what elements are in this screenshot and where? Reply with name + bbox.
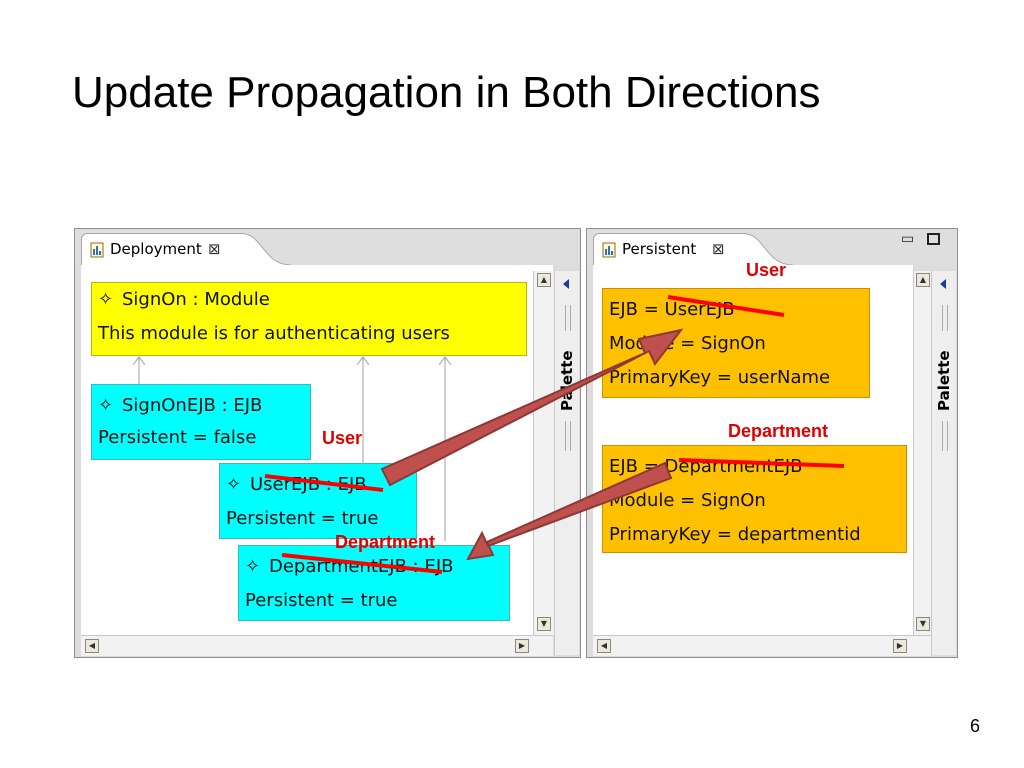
user-entity-module: Module = SignOn (609, 333, 766, 354)
palette-collapse-icon[interactable] (940, 279, 946, 289)
palette-grip (942, 421, 948, 451)
department-entity-ejb: EJB = DepartmentEJB (609, 456, 803, 477)
page-number: 6 (970, 716, 981, 736)
minimize-icon[interactable]: ▭ (901, 231, 915, 247)
user-ejb-title: UserEJB : EJB (250, 474, 367, 495)
persistent-tabstrip: Persistent ⊠ ▭ (587, 229, 957, 266)
diagram-file-icon (90, 242, 104, 258)
scroll-left-button[interactable]: ◀ (597, 639, 611, 653)
department-entity-key: PrimaryKey = departmentid (609, 524, 861, 545)
user-annotation-left: User (322, 428, 363, 448)
close-icon[interactable]: ⊠ (712, 240, 725, 258)
palette-grip (565, 305, 571, 331)
close-icon[interactable]: ⊠ (208, 240, 221, 258)
department-annotation-left: Department (335, 532, 436, 552)
user-ejb-node[interactable]: ✧ UserEJB : EJB Persistent = true (219, 463, 417, 539)
deployment-canvas[interactable]: ✧ SignOn : Module This module is for aut… (81, 265, 553, 635)
tab-persistent[interactable]: Persistent ⊠ (593, 233, 745, 266)
user-ejb-persistent: Persistent = true (226, 508, 379, 529)
signon-ejb-node[interactable]: ✧ SignOnEJB : EJB Persistent = false (91, 384, 311, 460)
tab-persistent-label: Persistent (622, 240, 697, 258)
maximize-icon[interactable] (927, 233, 940, 245)
signon-ejb-persistent: Persistent = false (98, 427, 257, 448)
scroll-up-button[interactable]: ▲ (537, 273, 551, 287)
palette-grip (565, 421, 571, 451)
palette-collapse-icon[interactable] (563, 279, 569, 289)
module-description: This module is for authenticating users (98, 323, 450, 344)
persistent-vertical-scrollbar[interactable]: ▲ ▼ (913, 271, 932, 635)
signon-module-node[interactable]: ✧ SignOn : Module This module is for aut… (91, 282, 527, 356)
user-entity-key: PrimaryKey = userName (609, 367, 831, 388)
department-ejb-title: DepartmentEJB : EJB (269, 556, 454, 577)
deployment-horizontal-scrollbar[interactable]: ◀ ▶ (81, 635, 553, 656)
signon-ejb-title: SignOnEJB : EJB (122, 395, 263, 416)
scroll-up-button[interactable]: ▲ (916, 273, 930, 287)
palette-label: Palette (558, 350, 576, 411)
scroll-down-button[interactable]: ▼ (916, 617, 930, 631)
persistent-editor: Persistent ⊠ ▭ EJB = UserEJB Module = Si… (586, 228, 958, 658)
diagram-file-icon (602, 242, 616, 258)
user-annotation-right: User (746, 260, 787, 280)
palette-grip (942, 305, 948, 331)
tab-edge (241, 233, 291, 266)
slide-title: Update Propagation in Both Directions (72, 68, 821, 117)
tab-deployment-label: Deployment (110, 240, 202, 258)
palette-label: Palette (935, 350, 953, 411)
department-entity-module: Module = SignOn (609, 490, 766, 511)
scroll-right-button[interactable]: ▶ (893, 639, 907, 653)
module-title: SignOn : Module (122, 289, 270, 310)
scroll-left-button[interactable]: ◀ (85, 639, 99, 653)
ejb-glyph-icon: ✧ (98, 395, 114, 416)
user-entity-ejb: EJB = UserEJB (609, 299, 735, 320)
deployment-tabstrip: Deployment ⊠ (75, 229, 580, 266)
department-ejb-persistent: Persistent = true (245, 590, 398, 611)
ejb-glyph-icon: ✧ (226, 474, 242, 495)
persistent-horizontal-scrollbar[interactable]: ◀ ▶ (593, 635, 931, 656)
deployment-vertical-scrollbar[interactable]: ▲ ▼ (533, 271, 554, 635)
persistent-canvas[interactable]: EJB = UserEJB Module = SignOn PrimaryKey… (593, 265, 913, 635)
module-glyph-icon: ✧ (98, 289, 114, 310)
deployment-palette[interactable]: Palette (554, 271, 579, 655)
tab-edge (743, 233, 793, 266)
user-entity-node[interactable]: EJB = UserEJB Module = SignOn PrimaryKey… (602, 288, 870, 398)
department-entity-node[interactable]: EJB = DepartmentEJB Module = SignOn Prim… (602, 445, 907, 553)
department-annotation-right: Department (728, 421, 829, 441)
department-ejb-node[interactable]: ✧ DepartmentEJB : EJB Persistent = true (238, 545, 510, 621)
tab-deployment[interactable]: Deployment ⊠ (81, 233, 243, 266)
persistent-palette[interactable]: Palette (931, 271, 956, 655)
ejb-glyph-icon: ✧ (245, 556, 261, 577)
scroll-down-button[interactable]: ▼ (537, 617, 551, 631)
scroll-right-button[interactable]: ▶ (515, 639, 529, 653)
